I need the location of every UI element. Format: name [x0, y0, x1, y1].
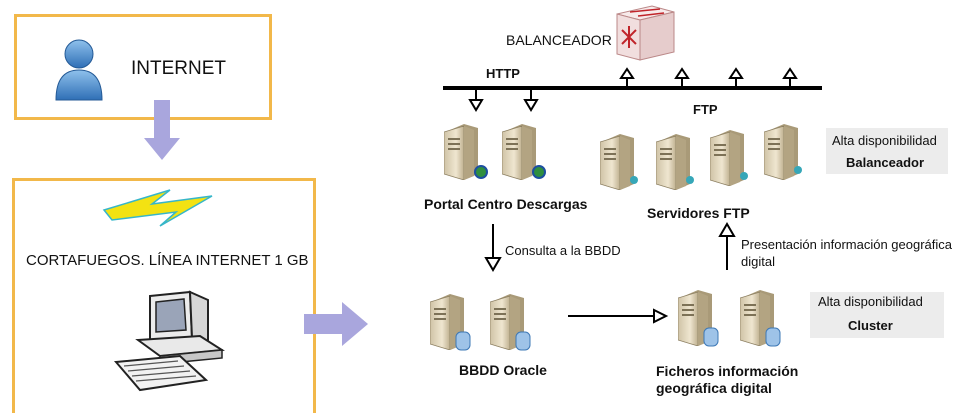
files-line1: Ficheros información	[656, 363, 799, 379]
lightning-icon	[102, 189, 213, 227]
oracle-servers	[430, 294, 531, 351]
oracle-label: BBDD Oracle	[459, 362, 547, 378]
ha-cluster-line1: Alta disponibilidad	[818, 294, 923, 309]
query-arrow	[484, 224, 502, 272]
ftp-servers-label: Servidores FTP	[647, 205, 750, 221]
desktop-computer-icon	[113, 290, 225, 392]
presentation-line2: digital	[741, 254, 775, 269]
portal-label: Portal Centro Descargas	[424, 196, 588, 212]
ha-balancer-line1: Alta disponibilidad	[832, 133, 937, 148]
internet-to-firewall-arrow	[144, 100, 180, 160]
ha-balancer-line2: Balanceador	[846, 155, 925, 170]
user-icon	[55, 39, 103, 101]
internet-label: INTERNET	[131, 58, 226, 79]
oracle-to-files-arrow	[568, 308, 669, 324]
ha-cluster-box	[810, 292, 944, 338]
ha-cluster-line2: Cluster	[848, 318, 893, 333]
balancer-label: BALANCEADOR	[506, 32, 612, 48]
query-label: Consulta a la BBDD	[505, 243, 621, 258]
http-arrows	[468, 90, 539, 112]
router-icon	[616, 5, 675, 61]
http-label: HTTP	[486, 66, 520, 81]
presentation-line1: Presentación información geográfica	[741, 237, 953, 252]
bus-up-arrows	[619, 67, 798, 86]
firewall-to-servers-arrow	[304, 302, 368, 346]
files-line2: geográfica digital	[656, 380, 772, 396]
portal-servers	[444, 124, 546, 180]
ha-balancer-box	[826, 128, 948, 174]
files-servers	[678, 290, 781, 347]
firewall-label: CORTAFUEGOS. LÍNEA INTERNET 1 GB	[26, 252, 309, 269]
ftp-servers	[600, 124, 802, 190]
presentation-arrow	[718, 222, 736, 270]
internet-box	[14, 14, 272, 120]
ftp-label: FTP	[693, 102, 718, 117]
